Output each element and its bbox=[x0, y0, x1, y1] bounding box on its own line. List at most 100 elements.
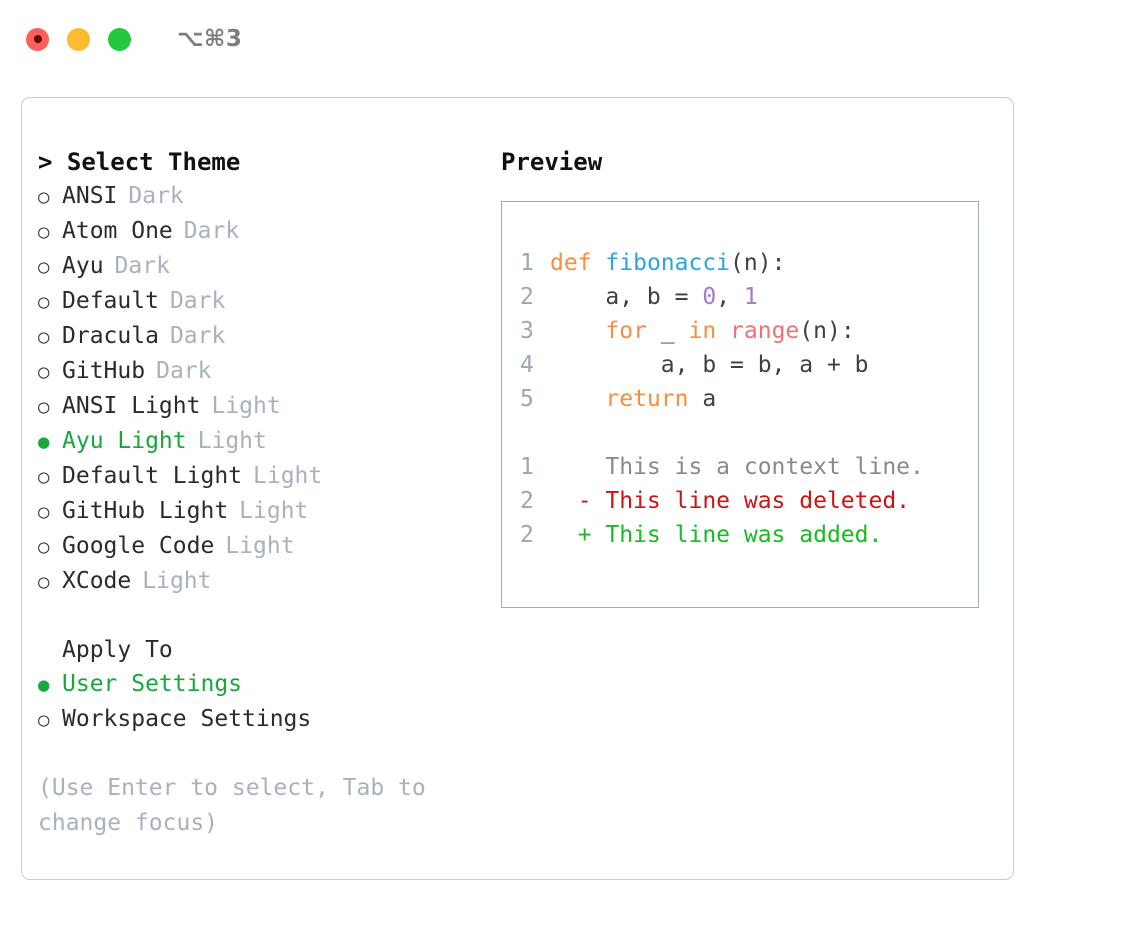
theme-option-kind: Light bbox=[239, 498, 309, 524]
maximize-button[interactable] bbox=[108, 27, 131, 51]
theme-option-label: ANSI Light bbox=[62, 393, 201, 419]
keyboard-hint-text: (Use Enter to select, Tab to change focu… bbox=[38, 775, 426, 836]
theme-option-label: Atom One bbox=[62, 218, 173, 244]
code-line-text: a, b = 0, 1 bbox=[550, 280, 757, 314]
diff-line: 2 - This line was deleted. bbox=[520, 484, 978, 518]
theme-option-label: Ayu bbox=[62, 253, 104, 279]
diff-line-text: This line was added. bbox=[605, 522, 883, 548]
theme-option-kind: Dark bbox=[169, 288, 226, 314]
line-number: 1 bbox=[520, 250, 534, 276]
theme-option-kind: Light bbox=[211, 393, 281, 419]
diff-line: 2 + This line was added. bbox=[520, 518, 978, 552]
diff-marker: - bbox=[550, 488, 606, 514]
code-line-text: def fibonacci(n): bbox=[550, 246, 785, 280]
spacer bbox=[520, 416, 978, 450]
theme-option-github-light[interactable]: ○ GitHub Light Light bbox=[38, 494, 478, 529]
diff-marker bbox=[550, 450, 605, 484]
apply-to-list[interactable]: ● User Settings ○ Workspace Settings bbox=[38, 667, 478, 737]
token-pl: a, b = bbox=[550, 284, 703, 310]
radio-unselected-icon: ○ bbox=[38, 466, 50, 488]
radio-unselected-icon: ○ bbox=[38, 291, 50, 313]
theme-option-kind: Dark bbox=[169, 323, 226, 349]
radio-unselected-icon: ○ bbox=[38, 326, 50, 348]
line-number: 3 bbox=[520, 318, 534, 344]
code-line: 3 for _ in range(n): bbox=[520, 314, 978, 348]
theme-option-kind: Light bbox=[253, 463, 323, 489]
minimize-button[interactable] bbox=[67, 27, 90, 51]
theme-option-kind: Dark bbox=[156, 358, 212, 384]
select-theme-heading: > Select Theme bbox=[38, 148, 241, 176]
theme-option-label: GitHub bbox=[62, 358, 146, 384]
token-pl: (n): bbox=[799, 318, 855, 344]
token-num: 0 bbox=[702, 284, 717, 310]
theme-option-label: GitHub Light bbox=[62, 498, 229, 524]
close-button[interactable] bbox=[26, 27, 49, 51]
radio-unselected-icon: ○ bbox=[38, 396, 50, 418]
token-kw: for bbox=[605, 318, 647, 344]
apply-to-option-label: Workspace Settings bbox=[62, 706, 312, 732]
apply-to-heading: Apply To bbox=[62, 637, 173, 663]
token-kw: in bbox=[688, 318, 717, 344]
line-number: 2 bbox=[520, 488, 534, 514]
theme-option-ansi-light[interactable]: ○ ANSI Light Light bbox=[38, 389, 478, 424]
radio-unselected-icon: ○ bbox=[38, 186, 50, 208]
line-number: 2 bbox=[520, 284, 534, 310]
theme-option-kind: Dark bbox=[183, 218, 240, 244]
token-pl bbox=[550, 386, 605, 412]
token-pl: , bbox=[716, 284, 744, 310]
code-line: 4 a, b = b, a + b bbox=[520, 348, 978, 382]
token-pl: (n): bbox=[730, 250, 786, 276]
diff-line-text: This line was deleted. bbox=[605, 488, 911, 514]
theme-option-github[interactable]: ○ GitHub Dark bbox=[38, 354, 478, 389]
theme-option-label: Default Light bbox=[62, 463, 243, 489]
token-pl: a, b = b, a + b bbox=[550, 352, 869, 378]
theme-option-kind: Light bbox=[225, 533, 295, 559]
apply-to-option-user-settings[interactable]: ● User Settings bbox=[38, 667, 478, 702]
radio-selected-icon: ● bbox=[38, 674, 50, 696]
token-pl bbox=[716, 318, 730, 344]
radio-unselected-icon: ○ bbox=[38, 709, 50, 731]
token-kw: return bbox=[605, 386, 689, 412]
line-number: 4 bbox=[520, 352, 534, 378]
apply-to-option-workspace-settings[interactable]: ○ Workspace Settings bbox=[38, 702, 478, 737]
keyboard-shortcut-label: ⌥⌘3 bbox=[177, 26, 243, 52]
diff-marker: + bbox=[550, 522, 606, 548]
code-line-text: return a bbox=[550, 382, 716, 416]
code-line: 2 a, b = 0, 1 bbox=[520, 280, 978, 314]
theme-option-kind: Dark bbox=[114, 253, 170, 279]
radio-unselected-icon: ○ bbox=[38, 361, 50, 383]
token-pl: _ bbox=[646, 318, 689, 344]
line-number: 2 bbox=[520, 522, 534, 548]
token-kw: def bbox=[550, 250, 592, 276]
line-number: 1 bbox=[520, 454, 534, 480]
code-line: 5 return a bbox=[520, 382, 978, 416]
diff-line-text: This is a context line. bbox=[605, 454, 924, 480]
diff-sample: 1 This is a context line.2 - This line w… bbox=[520, 450, 978, 552]
diff-line: 1 This is a context line. bbox=[520, 450, 978, 484]
radio-unselected-icon: ○ bbox=[38, 501, 50, 523]
theme-option-atom-one[interactable]: ○ Atom One Dark bbox=[38, 214, 478, 249]
token-pl: a bbox=[688, 386, 717, 412]
token-pl bbox=[550, 318, 605, 344]
preview-heading: Preview bbox=[501, 148, 603, 176]
window-controls bbox=[26, 27, 131, 51]
radio-unselected-icon: ○ bbox=[38, 221, 50, 243]
theme-option-default-light[interactable]: ○ Default Light Light bbox=[38, 459, 478, 494]
token-pl bbox=[592, 250, 606, 276]
line-number: 5 bbox=[520, 386, 534, 412]
theme-option-kind: Dark bbox=[128, 183, 184, 209]
apply-to-option-label: User Settings bbox=[62, 671, 243, 697]
theme-option-kind: Light bbox=[197, 428, 267, 454]
